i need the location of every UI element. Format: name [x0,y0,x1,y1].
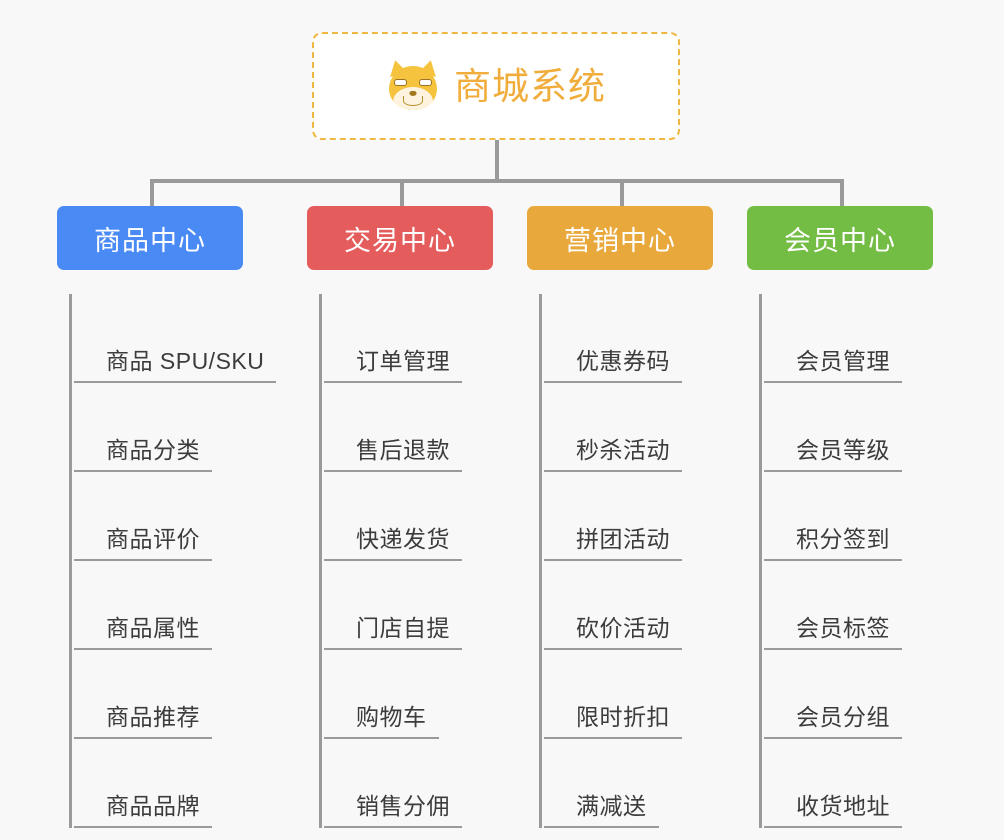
leaf-item-underline: 拼团活动 [544,520,682,561]
leaf-item-label: 砍价活动 [576,615,670,641]
leaf-item[interactable]: 门店自提 [324,561,493,650]
leaf-item[interactable]: 收货地址 [764,739,933,828]
leaf-item-underline: 收货地址 [764,787,902,828]
leaf-item-label: 商品属性 [106,615,200,641]
leaf-item[interactable]: 商品评价 [74,472,243,561]
leaf-item-label: 售后退款 [356,437,450,463]
connector-drop-2 [400,179,404,206]
leaf-item[interactable]: 会员管理 [764,294,933,383]
leaf-item-underline: 商品属性 [74,609,212,650]
category-column-3: 营销中心优惠券码秒杀活动拼团活动砍价活动限时折扣满减送 [527,206,713,828]
leaf-item-label: 快递发货 [356,526,450,552]
leaf-item-underline: 砍价活动 [544,609,682,650]
category-column-4: 会员中心会员管理会员等级积分签到会员标签会员分组收货地址 [747,206,933,828]
leaf-item-underline: 订单管理 [324,342,462,383]
connector-horizontal-bar [150,179,840,183]
connector-root-stem [495,140,499,182]
leaf-item[interactable]: 销售分佣 [324,739,493,828]
leaf-item[interactable]: 积分签到 [764,472,933,561]
leaf-item[interactable]: 限时折扣 [544,650,713,739]
category-header-2[interactable]: 交易中心 [307,206,493,270]
leaf-item[interactable]: 商品分类 [74,383,243,472]
connector-drop-1 [150,179,154,206]
leaf-item-label: 会员等级 [796,437,890,463]
leaf-item-label: 会员分组 [796,704,890,730]
leaf-item-underline: 商品评价 [74,520,212,561]
leaf-item-label: 门店自提 [356,615,450,641]
root-node-shopping-mall-system[interactable]: 商城系统 [312,32,680,140]
connector-drop-4 [840,179,844,206]
leaf-item[interactable]: 售后退款 [324,383,493,472]
leaf-item[interactable]: 商品品牌 [74,739,243,828]
leaf-item-label: 会员管理 [796,348,890,374]
leaf-item-label: 购物车 [356,704,427,730]
leaf-item[interactable]: 会员等级 [764,383,933,472]
leaf-item-underline: 会员管理 [764,342,902,383]
connector-drop-3 [620,179,624,206]
leaf-item-underline: 售后退款 [324,431,462,472]
leaf-item-label: 订单管理 [356,348,450,374]
leaf-item[interactable]: 满减送 [544,739,713,828]
leaf-item-underline: 会员等级 [764,431,902,472]
leaf-item-label: 收货地址 [796,793,890,819]
leaf-item-underline: 商品分类 [74,431,212,472]
leaf-item-label: 拼团活动 [576,526,670,552]
leaf-item-label: 商品评价 [106,526,200,552]
category-header-1[interactable]: 商品中心 [57,206,243,270]
leaf-item[interactable]: 购物车 [324,650,493,739]
leaf-item-label: 会员标签 [796,615,890,641]
leaf-item-underline: 会员分组 [764,698,902,739]
leaf-item-underline: 商品品牌 [74,787,212,828]
leaf-item-underline: 积分签到 [764,520,902,561]
category-header-4[interactable]: 会员中心 [747,206,933,270]
leaf-item-underline: 销售分佣 [324,787,462,828]
leaf-item[interactable]: 快递发货 [324,472,493,561]
category-column-2: 交易中心订单管理售后退款快递发货门店自提购物车销售分佣 [307,206,493,828]
leaf-item-label: 积分签到 [796,526,890,552]
leaf-item-underline: 限时折扣 [544,698,682,739]
leaf-item-underline: 会员标签 [764,609,902,650]
root-node-title: 商城系统 [454,65,606,107]
leaf-item[interactable]: 商品属性 [74,561,243,650]
leaf-list-2: 订单管理售后退款快递发货门店自提购物车销售分佣 [319,294,493,828]
leaf-item[interactable]: 优惠券码 [544,294,713,383]
leaf-item[interactable]: 砍价活动 [544,561,713,650]
category-header-3[interactable]: 营销中心 [527,206,713,270]
leaf-item-underline: 优惠券码 [544,342,682,383]
leaf-item-underline: 商品 SPU/SKU [74,342,277,383]
leaf-list-4: 会员管理会员等级积分签到会员标签会员分组收货地址 [759,294,933,828]
shiba-dog-face-icon [386,58,440,112]
leaf-item-underline: 商品推荐 [74,698,212,739]
leaf-item-label: 满减送 [576,793,647,819]
leaf-item-label: 优惠券码 [576,348,670,374]
leaf-list-1: 商品 SPU/SKU 商品分类商品评价商品属性商品推荐商品品牌 [69,294,277,828]
leaf-item[interactable]: 秒杀活动 [544,383,713,472]
leaf-item-label: 商品品牌 [106,793,200,819]
leaf-item-label: 销售分佣 [356,793,450,819]
leaf-item-underline: 满减送 [544,787,659,828]
leaf-item-underline: 快递发货 [324,520,462,561]
leaf-item-label: 商品分类 [106,437,200,463]
leaf-item-underline: 购物车 [324,698,439,739]
leaf-item[interactable]: 商品 SPU/SKU [74,294,277,383]
leaf-item[interactable]: 会员标签 [764,561,933,650]
leaf-item-underline: 秒杀活动 [544,431,682,472]
leaf-item[interactable]: 订单管理 [324,294,493,383]
category-column-1: 商品中心商品 SPU/SKU 商品分类商品评价商品属性商品推荐商品品牌 [57,206,277,828]
leaf-item[interactable]: 会员分组 [764,650,933,739]
leaf-item[interactable]: 商品推荐 [74,650,243,739]
leaf-item-label: 限时折扣 [576,704,670,730]
leaf-item-label: 商品推荐 [106,704,200,730]
leaf-item-underline: 门店自提 [324,609,462,650]
leaf-item-label: 秒杀活动 [576,437,670,463]
leaf-list-3: 优惠券码秒杀活动拼团活动砍价活动限时折扣满减送 [539,294,713,828]
leaf-item[interactable]: 拼团活动 [544,472,713,561]
leaf-item-label: 商品 SPU/SKU [106,348,265,374]
